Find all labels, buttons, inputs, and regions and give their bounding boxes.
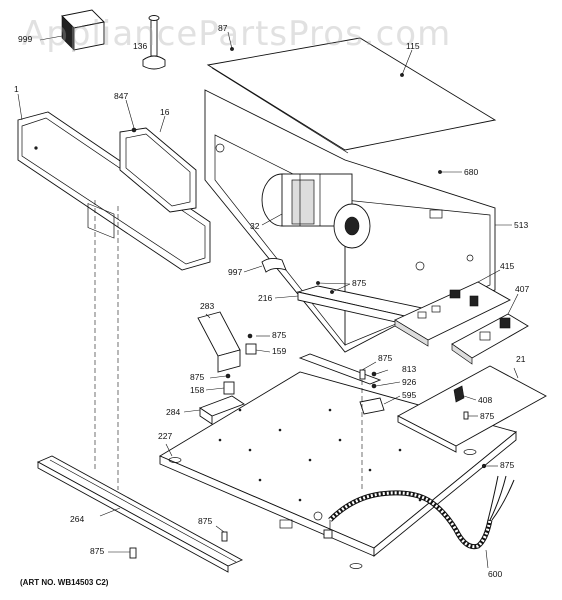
callout-136: 136 [133, 41, 148, 51]
callout-813: 813 [402, 364, 417, 374]
callout-32: 32 [250, 221, 260, 231]
part-999-box [39, 9, 105, 51]
callout-875-a: 875 [352, 278, 367, 288]
callout-115: 115 [406, 41, 420, 51]
callout-264: 264 [70, 514, 85, 524]
part-158-spacer [205, 373, 235, 395]
callout-283: 283 [200, 301, 215, 311]
screws-lower-left [108, 525, 228, 559]
callout-87: 87 [218, 23, 228, 33]
callout-680: 680 [464, 167, 479, 177]
callout-999: 999 [18, 34, 33, 44]
callout-875-g: 875 [198, 516, 213, 526]
part-115-top-cover [206, 31, 497, 154]
callout-159: 159 [272, 346, 287, 356]
callout-875-h: 875 [90, 546, 105, 556]
callout-875-d: 875 [190, 372, 205, 382]
callout-407: 407 [515, 284, 530, 294]
callout-875-b: 875 [272, 330, 287, 340]
part-283-duct [197, 311, 241, 373]
part-997-clamp [243, 257, 287, 273]
callout-875-c: 875 [378, 353, 393, 363]
callout-847: 847 [114, 91, 129, 101]
callout-408: 408 [478, 395, 493, 405]
callout-227: 227 [158, 431, 173, 441]
part-16-bracket [119, 99, 197, 213]
part-408-terminal [453, 385, 477, 403]
callout-1: 1 [14, 84, 19, 94]
callout-513: 513 [514, 220, 529, 230]
part-21-cover-plate [397, 365, 547, 453]
part-415-control-board [394, 269, 511, 347]
callout-875-e: 875 [480, 411, 495, 421]
callout-997: 997 [228, 267, 243, 277]
callout-595: 595 [402, 390, 417, 400]
part-32-blower-fan [261, 173, 371, 249]
callout-21: 21 [516, 354, 526, 364]
callout-875-f: 875 [500, 460, 515, 470]
part-284-bracket [183, 395, 245, 425]
part-136-shaft [142, 15, 166, 70]
art-number: (ART NO. WB14503 C2) [20, 578, 109, 587]
screws-centre [359, 361, 478, 490]
callout-158: 158 [190, 385, 205, 395]
callout-284: 284 [166, 407, 181, 417]
part-159-bracket [245, 333, 271, 355]
part-264-front-strip [36, 455, 244, 573]
screws-right [481, 463, 498, 469]
callout-926: 926 [402, 377, 417, 387]
part-1-control-panel [17, 93, 211, 271]
part-600-wire-harness [313, 475, 515, 569]
callout-216: 216 [258, 293, 273, 303]
part-407-relay-board [451, 293, 529, 365]
callout-16: 16 [160, 107, 170, 117]
callout-415: 415 [500, 261, 515, 271]
callout-600: 600 [488, 569, 503, 579]
